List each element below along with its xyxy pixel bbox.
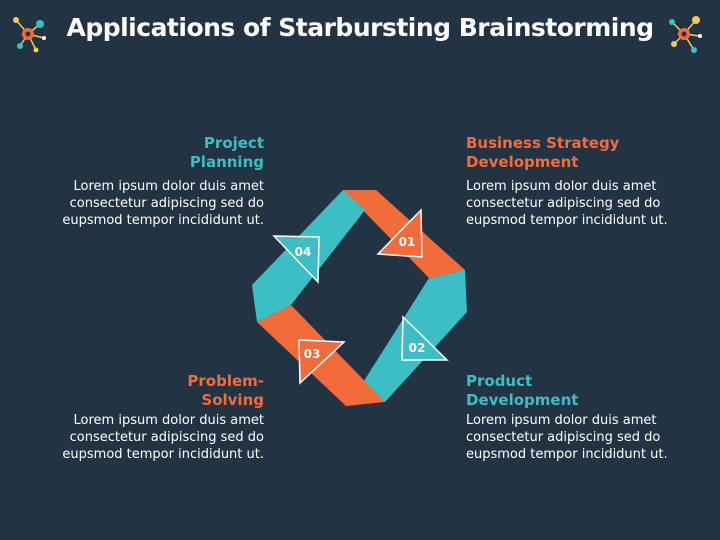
step-02-description: Lorem ipsum dolor duis amet consectetur …: [466, 413, 668, 462]
step-03-description: Lorem ipsum dolor duis amet consectetur …: [62, 413, 264, 462]
step-03-heading: Problem- Solving: [187, 372, 264, 409]
step-01-description: Lorem ipsum dolor duis amet consectetur …: [466, 179, 668, 228]
starburst-molecule-icon: [13, 17, 46, 53]
starburst-molecule-icon: [669, 16, 702, 53]
step-number-04: 04: [295, 245, 312, 259]
arrow-04: [272, 235, 320, 284]
step-01-heading: Business Strategy Development: [466, 134, 620, 171]
step-number-01: 01: [399, 235, 416, 249]
arrow-02: [401, 315, 449, 361]
step-04-description: Lorem ipsum dolor duis amet consectetur …: [62, 179, 264, 228]
step-02-heading: Product Development: [466, 372, 579, 409]
step-number-02: 02: [409, 341, 426, 355]
step-number-03: 03: [304, 347, 321, 361]
arrow-03: [298, 339, 346, 385]
arrow-01: [376, 208, 423, 258]
slide-title: Applications of Starbursting Brainstormi…: [66, 13, 654, 42]
step-04-heading: Project Planning: [189, 134, 264, 171]
